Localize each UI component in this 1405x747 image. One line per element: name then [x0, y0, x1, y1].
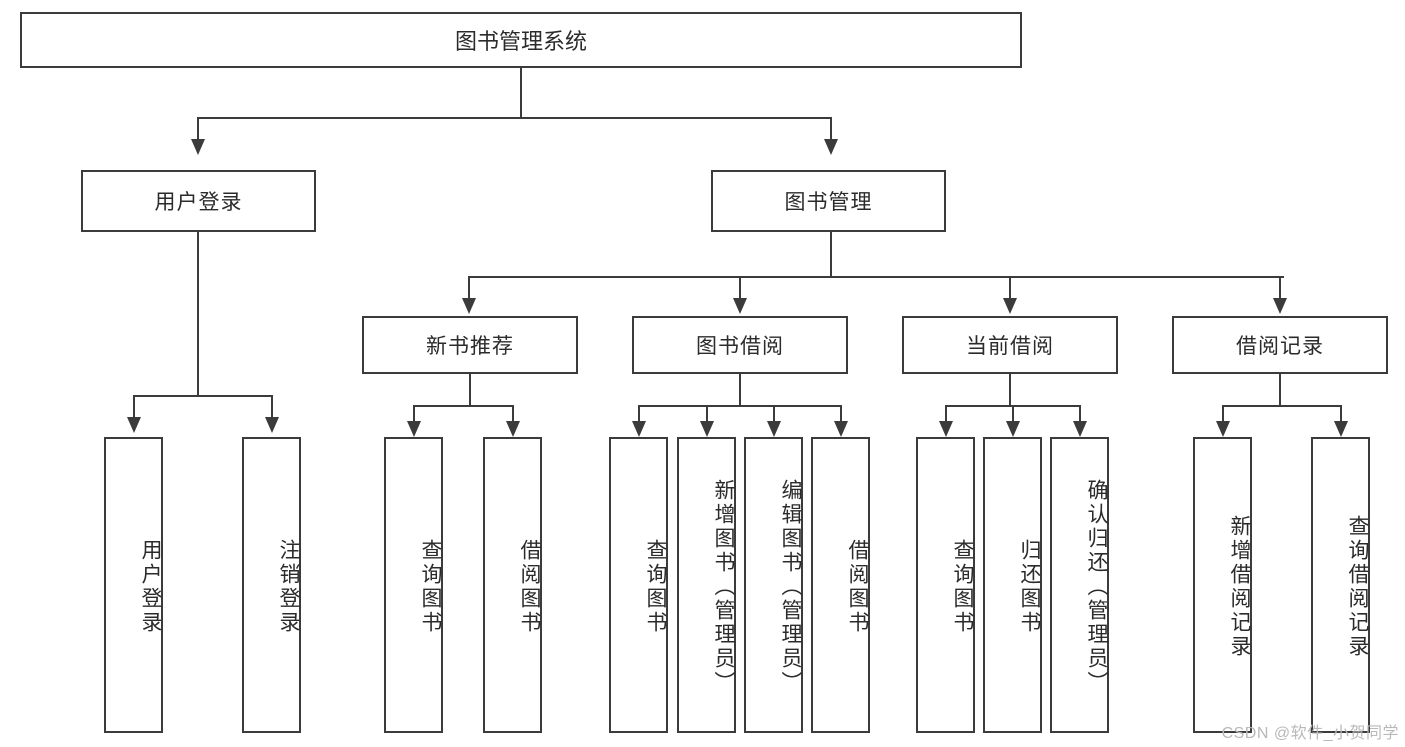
leaf-newbook-query[interactable]: 查询图书	[384, 437, 443, 733]
arrow-l3-borrow	[733, 298, 747, 314]
connector-borrow-l3	[773, 405, 775, 421]
leaf-newbook-borrow[interactable]: 借阅图书	[483, 437, 542, 733]
connector-record-stem	[1279, 374, 1281, 406]
connector-user-bus	[134, 395, 272, 397]
arrow-root-to-book	[824, 139, 838, 155]
connector-root-bus	[198, 117, 832, 119]
node-label: 图书管理系统	[454, 29, 587, 54]
connector-book-stem	[830, 232, 832, 277]
arrow-user-leaf-1	[127, 417, 141, 433]
node-root-system[interactable]: 图书管理系统	[20, 12, 1022, 68]
leaf-user-login[interactable]: 用户登录	[104, 437, 163, 733]
arrow-current-leaf-3	[1073, 421, 1087, 437]
connector-newbook-l1	[413, 405, 415, 421]
node-label: 用户登录	[154, 191, 243, 214]
node-label: 查询图书	[644, 539, 667, 635]
leaf-borrow-add[interactable]: 新增图书（管理员）	[677, 437, 736, 733]
node-current-borrow[interactable]: 当前借阅	[902, 316, 1118, 374]
node-label: 借阅记录	[1236, 335, 1324, 358]
arrow-l3-current	[1003, 298, 1017, 314]
connector-record-bus	[1223, 405, 1341, 407]
arrow-borrow-leaf-4	[834, 421, 848, 437]
connector-root-to-user	[197, 117, 199, 139]
connector-book-to-l3-2	[739, 276, 741, 298]
connector-root-to-book	[830, 117, 832, 139]
connector-user-left	[133, 395, 135, 417]
connector-current-l3	[1079, 405, 1081, 421]
node-borrow-record[interactable]: 借阅记录	[1172, 316, 1388, 374]
node-book-borrow[interactable]: 图书借阅	[632, 316, 848, 374]
node-label: 新书推荐	[426, 335, 514, 358]
node-user-login[interactable]: 用户登录	[81, 170, 316, 232]
connector-book-to-l3-4	[1279, 276, 1281, 298]
node-label: 新增图书（管理员）	[712, 479, 735, 695]
node-label: 编辑图书（管理员）	[779, 479, 802, 695]
connector-book-to-l3-3	[1009, 276, 1011, 298]
arrow-record-leaf-1	[1216, 421, 1230, 437]
leaf-current-return[interactable]: 归还图书	[983, 437, 1042, 733]
leaf-record-add[interactable]: 新增借阅记录	[1193, 437, 1252, 733]
node-label: 新增借阅记录	[1228, 515, 1251, 659]
arrow-l3-newbook	[462, 298, 476, 314]
connector-current-l2	[1012, 405, 1014, 421]
node-label: 借阅图书	[846, 539, 869, 635]
connector-root-stem	[520, 68, 522, 118]
node-label: 图书借阅	[696, 335, 784, 358]
connector-book-bus	[469, 276, 1284, 278]
arrow-record-leaf-2	[1334, 421, 1348, 437]
leaf-record-query[interactable]: 查询借阅记录	[1311, 437, 1370, 733]
arrow-current-leaf-2	[1006, 421, 1020, 437]
connector-book-to-l3-1	[468, 276, 470, 298]
leaf-user-logout[interactable]: 注销登录	[242, 437, 301, 733]
leaf-current-confirm-return[interactable]: 确认归还（管理员）	[1050, 437, 1109, 733]
connector-borrow-stem	[739, 374, 741, 406]
arrow-newbook-leaf-2	[506, 421, 520, 437]
csdn-watermark: CSDN @软件_小贺同学	[1221, 725, 1399, 742]
connector-user-right	[271, 395, 273, 417]
arrow-current-leaf-1	[939, 421, 953, 437]
connector-borrow-l4	[840, 405, 842, 421]
connector-record-l1	[1222, 405, 1224, 421]
connector-newbook-l2	[512, 405, 514, 421]
node-label: 借阅图书	[518, 539, 541, 635]
node-label: 查询借阅记录	[1346, 515, 1369, 659]
leaf-current-query[interactable]: 查询图书	[916, 437, 975, 733]
arrow-borrow-leaf-3	[767, 421, 781, 437]
connector-record-l2	[1340, 405, 1342, 421]
connector-borrow-l1	[638, 405, 640, 421]
connector-borrow-l2	[706, 405, 708, 421]
arrow-l3-record	[1273, 298, 1287, 314]
leaf-borrow-edit[interactable]: 编辑图书（管理员）	[744, 437, 803, 733]
node-label: 用户登录	[139, 539, 162, 635]
node-label: 归还图书	[1018, 539, 1041, 635]
arrow-borrow-leaf-1	[632, 421, 646, 437]
node-label: 图书管理	[784, 191, 873, 214]
node-book-management[interactable]: 图书管理	[711, 170, 946, 232]
node-label: 注销登录	[277, 539, 300, 635]
node-label: 确认归还（管理员）	[1085, 479, 1108, 695]
node-label: 当前借阅	[966, 335, 1054, 358]
arrow-borrow-leaf-2	[700, 421, 714, 437]
node-new-book-recommend[interactable]: 新书推荐	[362, 316, 578, 374]
connector-current-stem	[1009, 374, 1011, 406]
connector-borrow-bus	[639, 405, 841, 407]
connector-newbook-bus	[414, 405, 513, 407]
arrow-root-to-user	[191, 139, 205, 155]
leaf-borrow-query[interactable]: 查询图书	[609, 437, 668, 733]
arrow-newbook-leaf-1	[407, 421, 421, 437]
connector-current-l1	[945, 405, 947, 421]
node-label: 查询图书	[951, 539, 974, 635]
leaf-borrow-lend[interactable]: 借阅图书	[811, 437, 870, 733]
connector-newbook-stem	[469, 374, 471, 406]
arrow-user-leaf-2	[265, 417, 279, 433]
node-label: 查询图书	[419, 539, 442, 635]
connector-user-stem	[197, 232, 199, 396]
